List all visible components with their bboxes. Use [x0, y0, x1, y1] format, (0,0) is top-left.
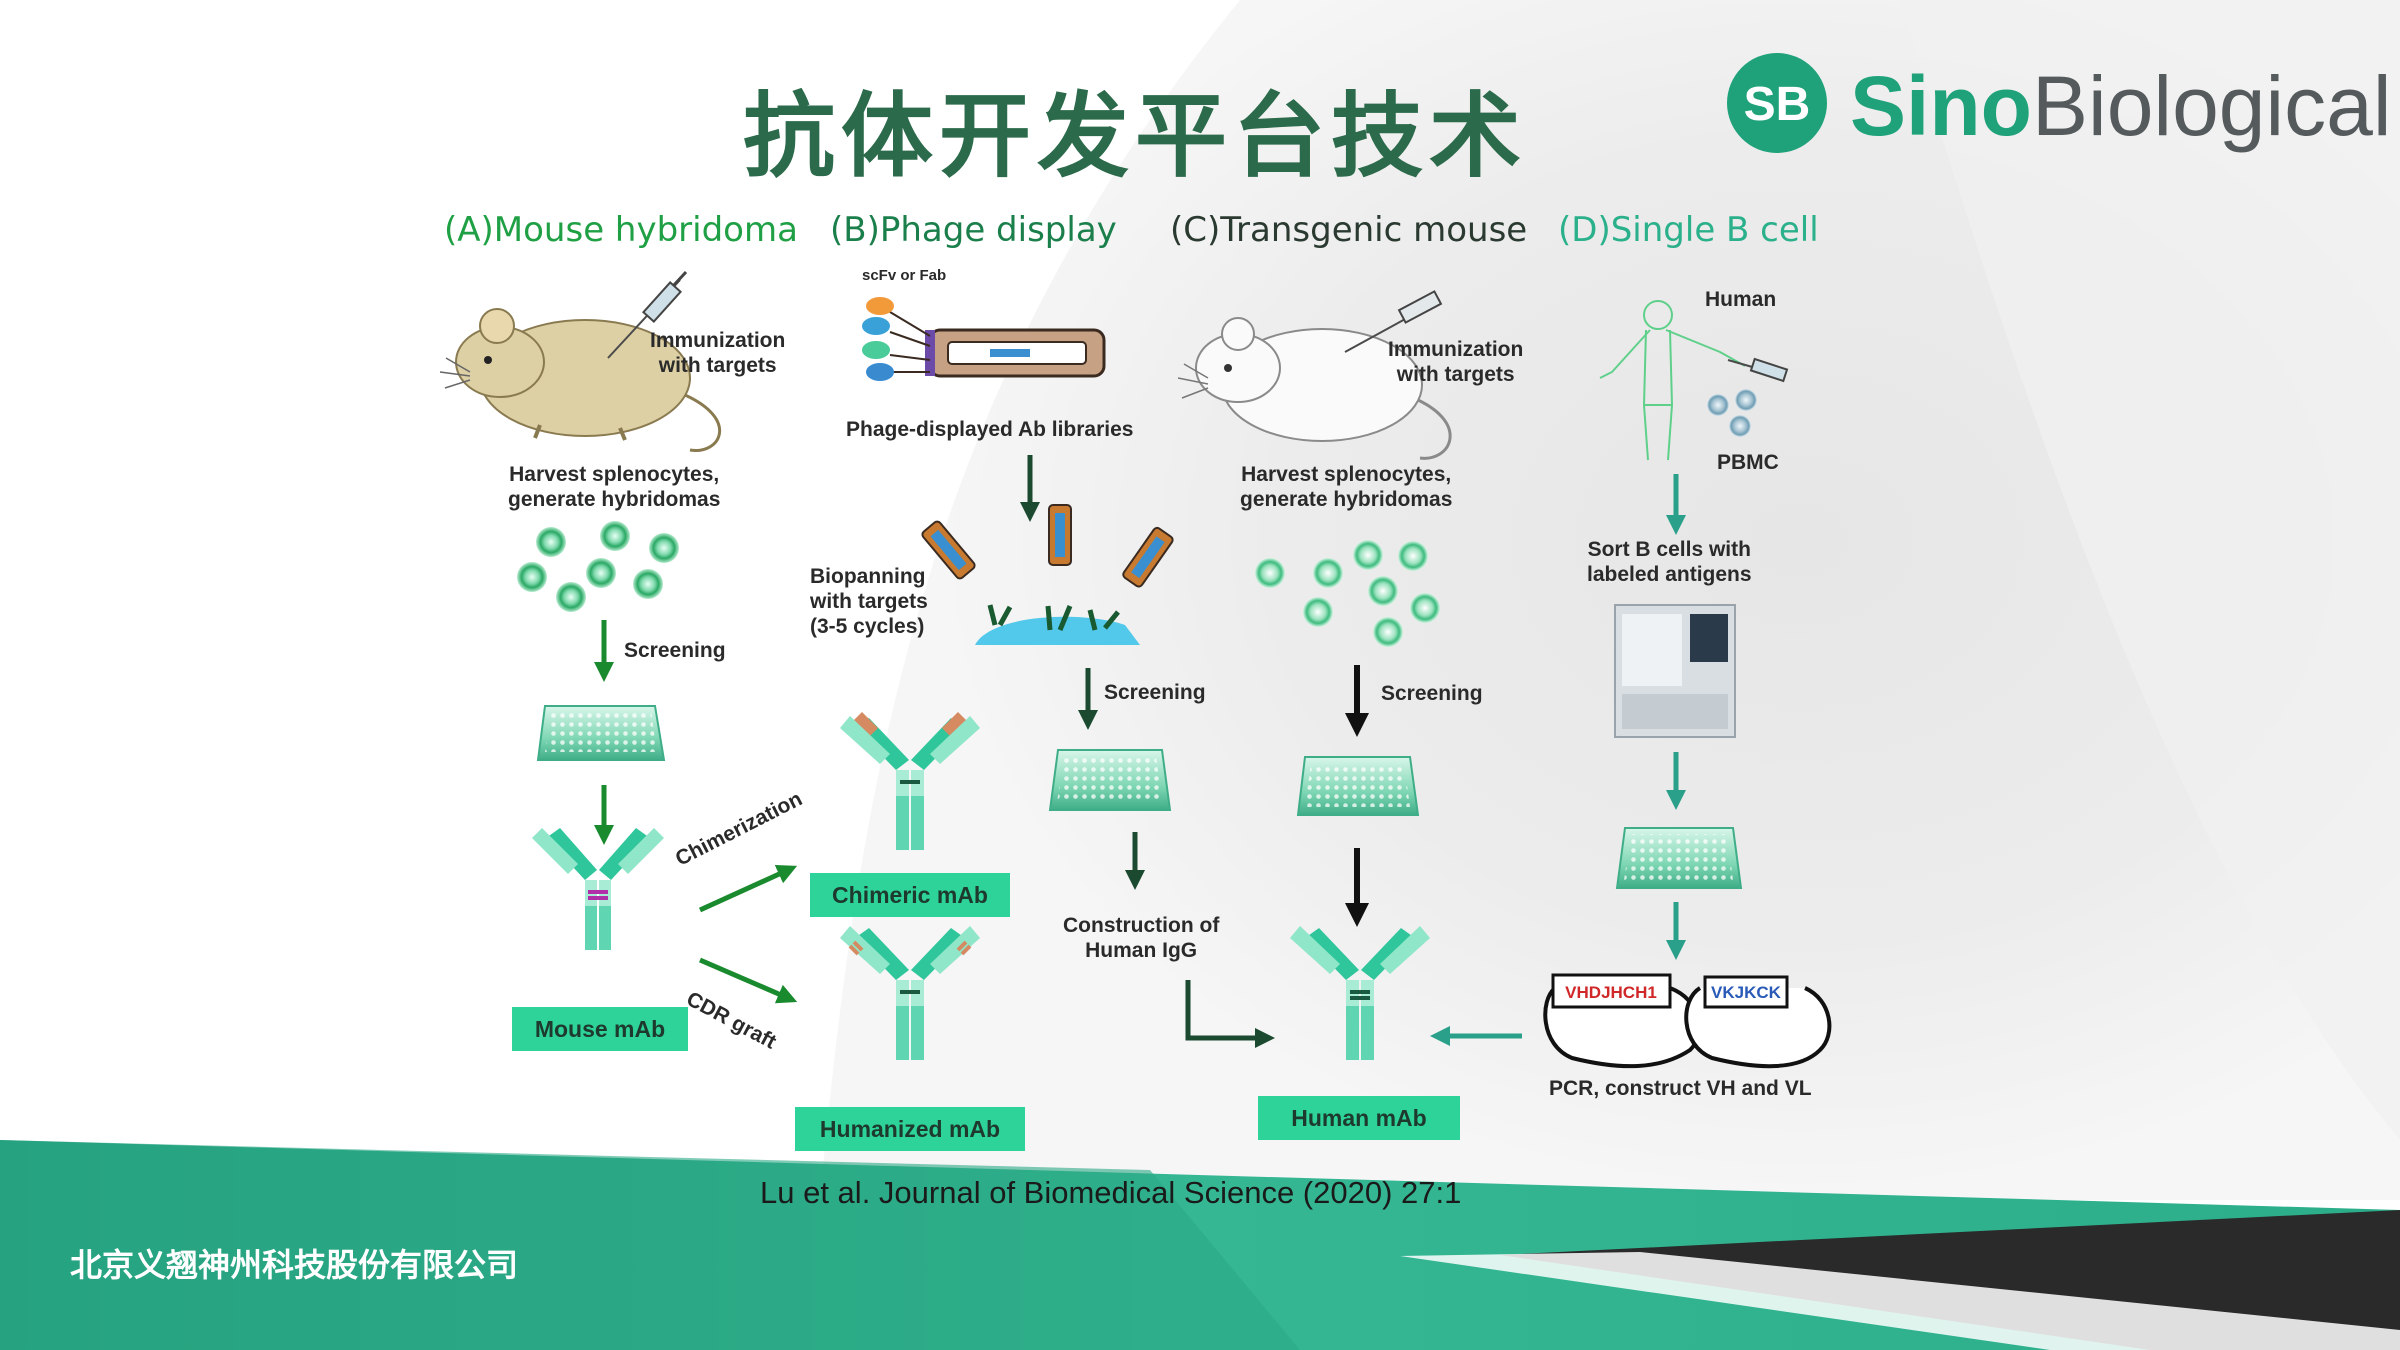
plate-icon-d: [1615, 827, 1743, 889]
humanized-mab-box: Humanized mAb: [795, 1107, 1025, 1151]
label-d-sort: Sort B cells with labeled antigens: [1587, 538, 1752, 586]
plate-icon-a: [536, 705, 666, 761]
label-a-immunization: Immunization with targets: [650, 329, 786, 377]
label-b-scfv: scFv or Fab: [862, 267, 947, 284]
label-c-immunization: Immunization with targets: [1388, 338, 1524, 386]
citation: Lu et al. Journal of Biomedical Science …: [760, 1175, 1462, 1210]
label-b-construction: Construction of Human IgG: [1063, 914, 1220, 962]
label-d-human: Human: [1705, 288, 1777, 311]
plasmid-icon-light: VKJKCK: [1684, 975, 1832, 1069]
mouse-mab-box: Mouse mAb: [512, 1007, 688, 1051]
mouse-icon: [439, 308, 721, 452]
antibody-icon-chimeric: [840, 712, 980, 850]
antibody-icon-humanized: [840, 926, 980, 1060]
label-a-screening: Screening: [624, 639, 726, 662]
syringe-icon-c: [1344, 290, 1443, 353]
cell-cluster-c: [1255, 540, 1440, 647]
label-c-screening: Screening: [1381, 682, 1483, 705]
antibody-icon-human: [1290, 926, 1430, 1060]
page-title: 抗体开发平台技术: [742, 83, 1527, 190]
plate-icon-b: [1048, 749, 1172, 811]
mouse-icon-transgenic: [1177, 317, 1452, 460]
logo-word-sino: Sino: [1850, 59, 2032, 153]
cell-cluster-a: [517, 521, 679, 612]
label-b-library: Phage-displayed Ab libraries: [846, 418, 1134, 441]
syringe-icon-d: [1727, 357, 1789, 383]
label-b-biopanning: Biopanning with targets (3-5 cycles): [810, 565, 928, 638]
label-a-harvest: Harvest splenocytes, generate hybridomas: [508, 463, 721, 511]
syringe-icon: [607, 270, 688, 359]
svg-text:SB: SB: [1744, 78, 1811, 131]
label-d-pcr: PCR, construct VH and VL: [1549, 1077, 1812, 1100]
chimeric-mab-box: Chimeric mAb: [810, 873, 1010, 917]
arrow-b-to-human: [1185, 980, 1275, 1048]
company-name: 北京义翘神州科技股份有限公司: [70, 1246, 519, 1284]
panel-c-title: (C)Transgenic mouse: [1170, 210, 1528, 250]
plasmid-icon-heavy: VHDJHCH1: [1543, 973, 1702, 1069]
svg-text:VHDJHCH1: VHDJHCH1: [1565, 983, 1657, 1002]
biopanning-icon: [921, 504, 1174, 645]
panel-b-title: (B)Phage display: [830, 210, 1117, 250]
sorter-icon: [1614, 604, 1736, 738]
plate-icon-c: [1296, 756, 1420, 816]
logo-word-biological: Biological: [2032, 59, 2392, 153]
arrow-chimerization: [698, 865, 798, 913]
footer-band-light: [0, 1140, 1300, 1350]
svg-text:VKJKCK: VKJKCK: [1711, 983, 1782, 1002]
phage-icon-library: [862, 297, 1106, 381]
label-c-harvest: Harvest splenocytes, generate hybridomas: [1240, 463, 1453, 511]
panel-d-title: (D)Single B cell: [1558, 210, 1819, 250]
antibody-icon-mouse: [532, 828, 664, 950]
pbmc-cells: [1707, 389, 1757, 437]
panel-a-title: (A)Mouse hybridoma: [444, 210, 798, 250]
label-b-screening: Screening: [1104, 681, 1206, 704]
human-mab-box: Human mAb: [1258, 1096, 1460, 1140]
sb-logo-mark: SB: [1727, 53, 1827, 153]
human-icon: [1599, 300, 1746, 461]
label-d-pbmc: PBMC: [1717, 451, 1779, 474]
arrow-cdr-graft: [699, 957, 798, 1004]
